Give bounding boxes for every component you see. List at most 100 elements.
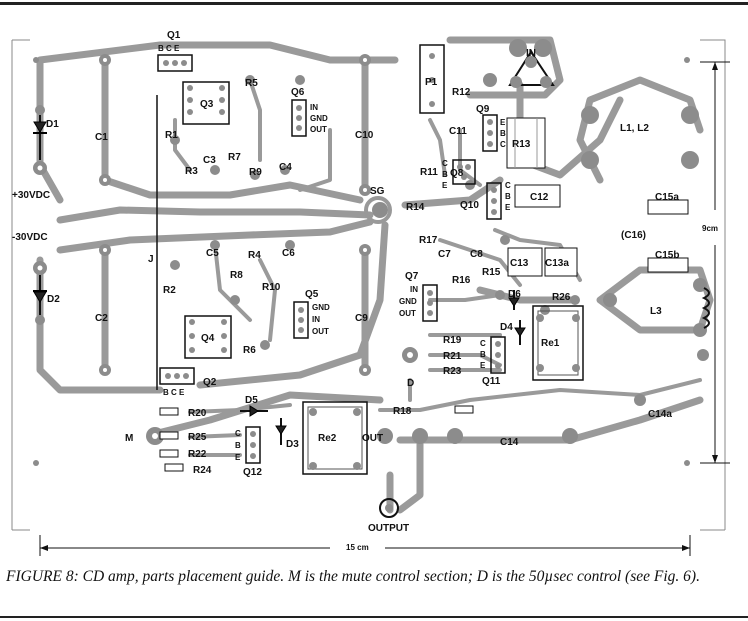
width-dimension xyxy=(39,535,691,556)
label-q6-in: IN xyxy=(310,103,318,112)
diode-d6 xyxy=(508,290,520,310)
trim-pot-p1 xyxy=(419,44,445,114)
diode-d5 xyxy=(240,405,268,417)
transistor-q8 xyxy=(452,159,476,185)
bottom-rule xyxy=(0,616,748,618)
label-q6: Q6 xyxy=(291,87,305,98)
transistor-q11 xyxy=(490,336,506,374)
figure-caption: FIGURE 8: CD amp, parts placement guide.… xyxy=(6,568,700,585)
label-r22: R22 xyxy=(188,449,207,460)
label-re2: Re2 xyxy=(318,433,337,444)
label-q12-e: E xyxy=(235,453,241,462)
label-r17: R17 xyxy=(419,235,438,246)
label-q12-c: C xyxy=(235,429,241,438)
label-in: IN xyxy=(526,48,536,59)
pads xyxy=(33,39,709,445)
label-q9-e: E xyxy=(500,118,506,127)
label-q11-c: C xyxy=(480,339,486,348)
label-q7-in: IN xyxy=(410,285,418,294)
label-c10: C10 xyxy=(355,130,374,141)
label-c2: C2 xyxy=(95,313,108,324)
label-c5: C5 xyxy=(206,248,219,259)
ic-q4 xyxy=(184,315,232,359)
label-q10-b: B xyxy=(505,192,511,201)
label-q9-b: B xyxy=(500,129,506,138)
transistor-q1 xyxy=(157,54,193,72)
label-q6-out: OUT xyxy=(310,125,327,134)
label-r1: R1 xyxy=(165,130,178,141)
label-q9: Q9 xyxy=(476,104,490,115)
label-d6: D6 xyxy=(508,289,521,300)
label-r20: R20 xyxy=(188,408,207,419)
diode-d1 xyxy=(33,115,47,160)
label-q10: Q10 xyxy=(460,200,479,211)
label-q2: Q2 xyxy=(203,377,217,388)
label-p1: P1 xyxy=(425,77,438,88)
capacitor-c12 xyxy=(514,184,561,208)
label-d: D xyxy=(407,378,414,389)
label-c15b: C15b xyxy=(655,250,679,261)
label-j: J xyxy=(148,254,154,265)
label-q12-b: B xyxy=(235,441,241,450)
label-l1-l2: L1, L2 xyxy=(620,123,649,134)
diode-d2 xyxy=(33,275,47,315)
label-c12: C12 xyxy=(530,192,549,203)
label-r21: R21 xyxy=(443,351,462,362)
label-q3: Q3 xyxy=(200,99,214,110)
label-c9: C9 xyxy=(355,313,368,324)
label-q5-in: IN xyxy=(312,315,320,324)
label-neg30vdc: -30VDC xyxy=(12,232,48,243)
label-q1-pins: B C E xyxy=(158,44,180,53)
label-r24: R24 xyxy=(193,465,212,476)
label-c4: C4 xyxy=(279,162,292,173)
label-r15: R15 xyxy=(482,267,501,278)
label-r9: R9 xyxy=(249,167,262,178)
label-r8: R8 xyxy=(230,270,243,281)
label-q12: Q12 xyxy=(243,467,262,478)
label-sg: SG xyxy=(370,186,385,197)
label-q6-gnd: GND xyxy=(310,114,328,123)
label-q5-gnd: GND xyxy=(312,303,330,312)
transistor-q10 xyxy=(486,182,502,220)
label-r25: R25 xyxy=(188,432,207,443)
transistor-q12 xyxy=(245,426,261,464)
label-d5: D5 xyxy=(245,395,258,406)
board-outline xyxy=(11,39,726,531)
star-ground-sg xyxy=(364,196,392,224)
inductor-l3 xyxy=(701,287,710,329)
label-q5: Q5 xyxy=(305,289,319,300)
ic-q3 xyxy=(182,81,230,125)
label-r2: R2 xyxy=(163,285,176,296)
mounting-holes xyxy=(33,57,690,466)
transistor-q9 xyxy=(482,114,498,152)
label-d2: D2 xyxy=(47,294,60,305)
component-labels: Q1 B C E Q2 B C E Q3 Q4 Q6 IN GND OUT Q5… xyxy=(12,30,718,552)
label-r11: R11 xyxy=(420,167,438,178)
label-r6: R6 xyxy=(243,345,256,356)
label-r5: R5 xyxy=(245,78,258,89)
label-r10: R10 xyxy=(262,282,281,293)
transistor-q2 xyxy=(159,367,195,385)
label-q11-b: B xyxy=(480,350,486,359)
label-r3: R3 xyxy=(185,166,198,177)
label-d4: D4 xyxy=(500,322,513,333)
label-width: 15 cm xyxy=(346,543,369,552)
output-jack xyxy=(379,498,399,518)
label-c8: C8 xyxy=(470,249,483,260)
capacitor-c13-block xyxy=(507,247,578,277)
label-q7: Q7 xyxy=(405,271,419,282)
label-q11-e: E xyxy=(480,361,486,370)
label-c16: (C16) xyxy=(621,230,646,241)
label-r14: R14 xyxy=(406,202,425,213)
label-r4: R4 xyxy=(248,250,261,261)
regulator-q7 xyxy=(422,284,438,322)
label-q4: Q4 xyxy=(201,333,215,344)
label-re1: Re1 xyxy=(541,338,560,349)
label-m: M xyxy=(125,433,133,444)
label-r23: R23 xyxy=(443,366,462,377)
label-c1: C1 xyxy=(95,132,108,143)
label-q5-out: OUT xyxy=(312,327,329,336)
label-r12: R12 xyxy=(452,87,471,98)
label-q8-e: E xyxy=(442,181,448,190)
label-q8: Q8 xyxy=(450,168,464,179)
